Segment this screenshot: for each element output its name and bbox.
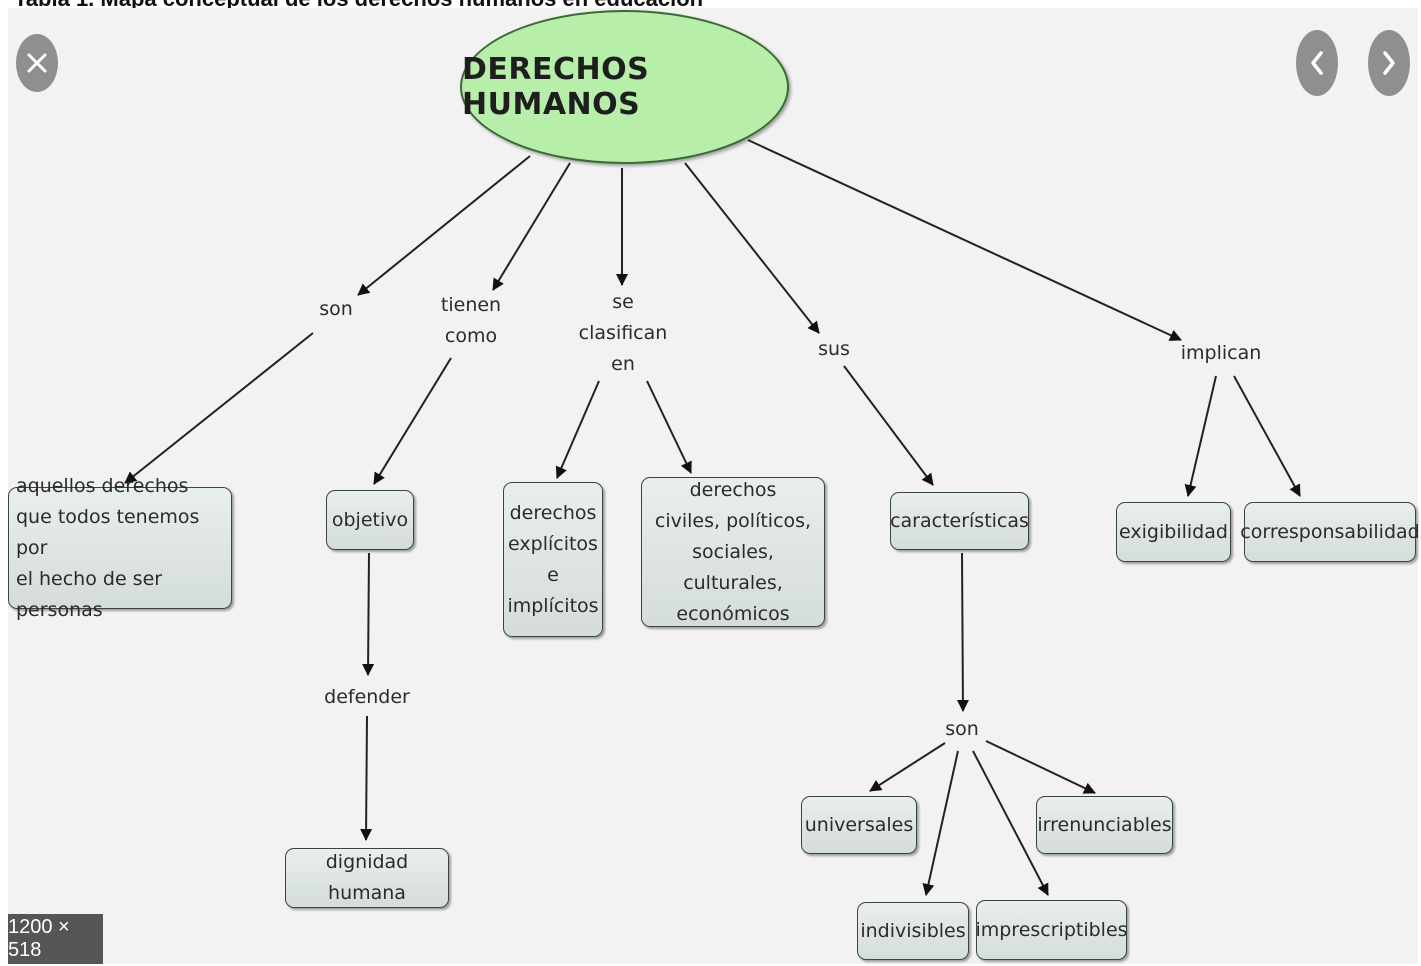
link-label-sus: sus — [818, 338, 850, 360]
connector-root-implican — [747, 139, 1182, 341]
connector-son-aquellos — [124, 332, 314, 484]
link-label-defender: defender — [324, 686, 410, 708]
close-icon — [27, 53, 47, 73]
concept-imprescriptibles: imprescriptibles — [975, 900, 1128, 960]
page-caption: Tabla 1. Mapa conceptual de los derechos… — [0, 0, 1421, 11]
connector-root-son — [357, 155, 531, 296]
connector-defender-dignidad — [360, 715, 373, 841]
connector-clasifican-explicitos — [555, 380, 600, 479]
connector-implican-exigibilidad — [1184, 375, 1217, 497]
connector-caracteristicas-son — [956, 552, 969, 712]
connector-son-indivisibles — [922, 750, 959, 896]
connector-root-sus — [684, 162, 820, 334]
connector-objetivo-defender — [362, 552, 375, 676]
image-viewer: DERECHOS HUMANOS son tienen como se clas… — [8, 8, 1420, 964]
concept-exigibilidad: exigibilidad — [1116, 502, 1231, 562]
image-size-badge: 1200 × 518 — [8, 914, 103, 964]
link-label-tienen-como: tienen como — [440, 294, 502, 347]
connector-son-universales — [869, 742, 946, 792]
chevron-right-icon — [1383, 51, 1395, 75]
connector-clasifican-civiles — [646, 380, 692, 474]
root-label: DERECHOS HUMANOS — [462, 52, 650, 122]
connector-son-imprescriptibles — [972, 750, 1049, 896]
concept-map-connectors — [124, 139, 1301, 896]
connector-tienen-objetivo — [373, 357, 452, 485]
link-label-son-caracteristicas: son — [945, 718, 979, 740]
connector-sus-caracteristicas — [843, 365, 934, 486]
concept-caracteristicas: características — [890, 492, 1029, 550]
next-button[interactable] — [1368, 30, 1410, 96]
connector-root-tienen — [492, 162, 571, 291]
connector-implican-corresponsabilidad — [1233, 375, 1301, 497]
concept-irrenunciables: irrenunciables — [1036, 796, 1173, 854]
chevron-left-icon — [1311, 51, 1323, 75]
link-label-se-clasifican-en: se clasifican en — [578, 291, 668, 375]
concept-objetivo: objetivo — [326, 490, 414, 550]
previous-button[interactable] — [1296, 30, 1338, 96]
caption-text: Tabla 1. Mapa conceptual de los derechos… — [14, 0, 703, 12]
concept-explicitos-implicitos: derechos explícitos e implícitos — [503, 482, 603, 637]
concept-corresponsabilidad: corresponsabilidad — [1240, 502, 1420, 562]
concept-dignidad-humana: dignidad humana — [285, 848, 449, 908]
link-label-son: son — [319, 298, 353, 320]
concept-universales: universales — [801, 796, 917, 854]
concept-civiles-politicos: derechos civiles, políticos, sociales, c… — [641, 477, 825, 627]
concept-aquellos-derechos: aquellos derechos que todos tenemos por … — [8, 475, 232, 621]
link-label-implican: implican — [1180, 342, 1262, 364]
concept-root: DERECHOS HUMANOS — [460, 10, 789, 164]
concept-indivisibles: indivisibles — [857, 902, 969, 960]
close-button[interactable] — [16, 34, 58, 92]
connector-son-irrenunciables — [985, 740, 1096, 794]
